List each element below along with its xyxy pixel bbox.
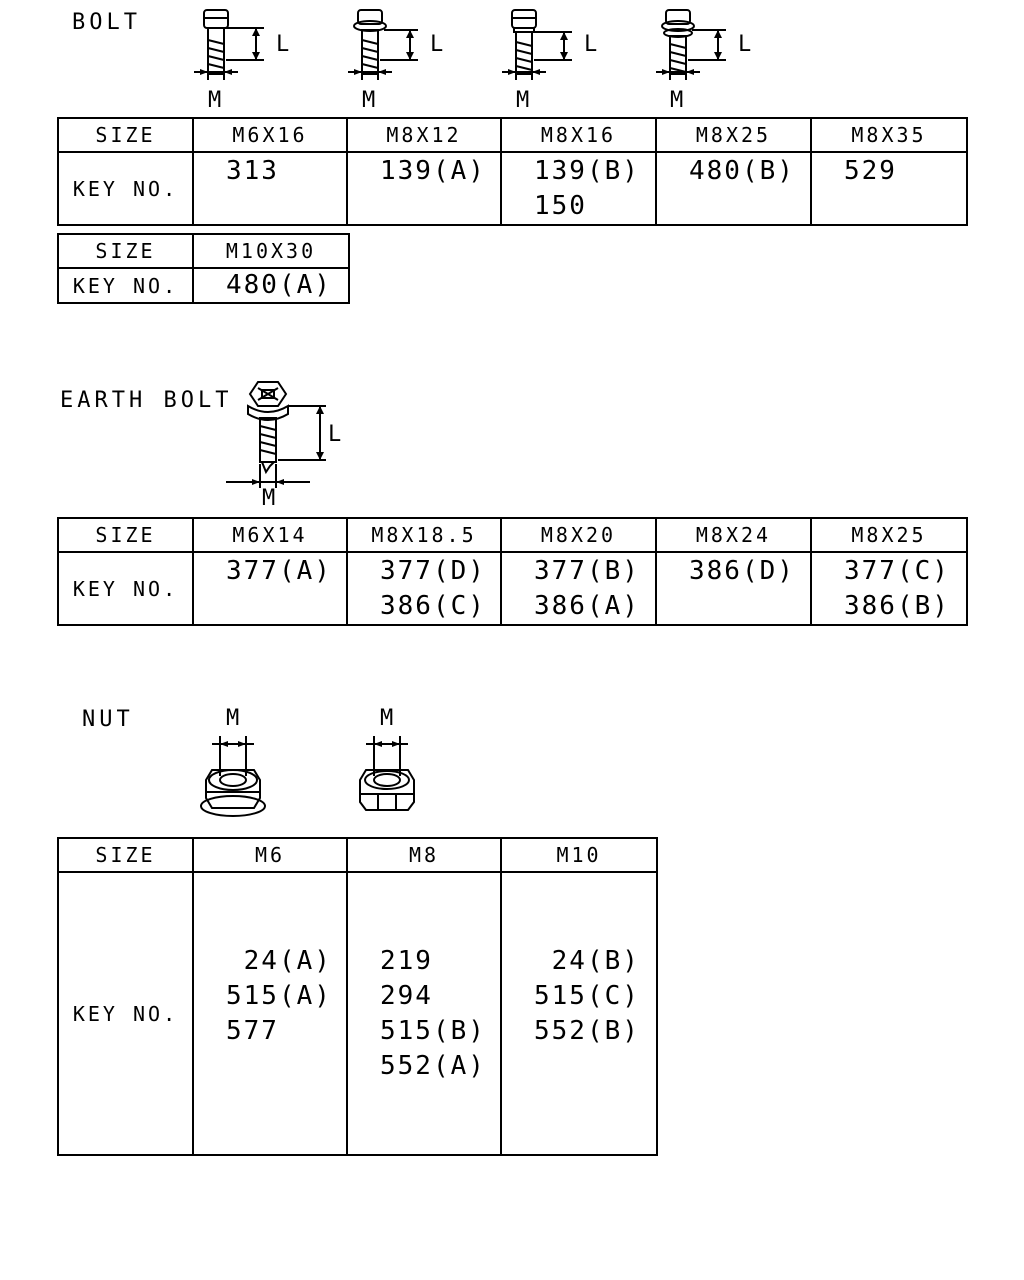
size-cell: M8X18.5: [346, 517, 502, 553]
bolt-diagram-2: [348, 9, 418, 80]
key-cell: 313: [192, 151, 348, 226]
key-no: 377(C): [844, 556, 950, 586]
size-cell: M8X16: [500, 117, 657, 153]
size-cell: M8: [346, 837, 502, 873]
size-cell: M8X24: [655, 517, 812, 553]
bolt-key-row: KEY NO. 480(A): [57, 267, 350, 304]
nut-size-row: SIZE M6 M8 M10: [57, 837, 658, 873]
bolt-4-dim-M: M: [670, 88, 684, 113]
earth-bolt-key-row: KEY NO. 377(A) 377(D) 386(C) 377(B) 386(A)…: [57, 551, 968, 626]
key-no: 386(A): [534, 591, 640, 621]
earth-bolt-size-table: SIZE M6X14 M8X18.5 M8X20 M8X24 M8X25 KEY…: [57, 517, 968, 626]
bolt-3-dim-M: M: [516, 88, 530, 113]
size-cell: M6X16: [192, 117, 348, 153]
size-row-label: SIZE: [57, 117, 194, 153]
bolt-4-dim-L: L: [738, 32, 752, 57]
key-cell: 529: [810, 151, 968, 226]
key-no: 150: [534, 191, 587, 221]
bolt-diagram-4: [656, 9, 726, 80]
key-cell: 219 294 515(B) 552(A): [346, 871, 502, 1156]
key-cell: 377(D) 386(C): [346, 551, 502, 626]
key-no: 480(A): [226, 270, 332, 300]
nut-diagram-1: [200, 736, 266, 817]
key-no: 386(D): [689, 556, 795, 586]
key-cell: 139(A): [346, 151, 502, 226]
key-no: 139(A): [380, 156, 486, 186]
size-cell: M8X20: [500, 517, 657, 553]
key-no: 529: [844, 156, 897, 186]
bolt-diagram-3: [502, 9, 572, 80]
bolt-size-row: SIZE M10X30: [57, 233, 350, 269]
key-no: 480(B): [689, 156, 795, 186]
key-row-label: KEY NO.: [57, 151, 194, 226]
key-row-label: KEY NO.: [57, 871, 194, 1156]
bolt-2-dim-M: M: [362, 88, 376, 113]
key-no: 515(C): [534, 981, 640, 1011]
size-row-label: SIZE: [57, 837, 194, 873]
key-no: 219: [380, 946, 433, 976]
key-cell: 377(C) 386(B): [810, 551, 968, 626]
bolt-1-dim-L: L: [276, 32, 290, 57]
key-no: 577: [226, 1016, 279, 1046]
key-no: 377(B): [534, 556, 640, 586]
size-row-label: SIZE: [57, 233, 194, 269]
key-no: 515(A): [226, 981, 332, 1011]
bolt-diagram-1: [194, 9, 264, 80]
key-no: 139(B): [534, 156, 640, 186]
bolt-3-dim-L: L: [584, 32, 598, 57]
key-cell: 24(A) 515(A) 577: [192, 871, 348, 1156]
size-cell: M6X14: [192, 517, 348, 553]
bolt-size-row: SIZE M6X16 M8X12 M8X16 M8X25 M8X35: [57, 117, 968, 153]
size-cell: M10: [500, 837, 658, 873]
key-no: 24(A): [226, 946, 332, 976]
key-no: 294: [380, 981, 433, 1011]
key-row-label: KEY NO.: [57, 267, 194, 304]
key-cell: 480(A): [192, 267, 350, 304]
bolt-2-dim-L: L: [430, 32, 444, 57]
bolt-size-table: SIZE M6X16 M8X12 M8X16 M8X25 M8X35 KEY N…: [57, 117, 968, 226]
earth-bolt-diagram: [226, 381, 326, 488]
nut-1-dim-M: M: [226, 706, 240, 731]
bolt-key-row: KEY NO. 313 139(A) 139(B) 150 480(B) 529: [57, 151, 968, 226]
size-cell: M8X25: [655, 117, 812, 153]
bolt-1-dim-M: M: [208, 88, 222, 113]
size-cell: M6: [192, 837, 348, 873]
key-no: 552(A): [380, 1051, 486, 1081]
nut-section-title: NUT: [82, 707, 134, 732]
nut-2-dim-M: M: [380, 706, 394, 731]
size-cell: M8X12: [346, 117, 502, 153]
size-cell: M10X30: [192, 233, 350, 269]
size-row-label: SIZE: [57, 517, 194, 553]
nut-diagram-2: [359, 736, 415, 811]
key-no: 313: [226, 156, 279, 186]
earth-bolt-section-title: EARTH BOLT: [60, 388, 233, 413]
key-cell: 480(B): [655, 151, 812, 226]
earth-bolt-dim-M: M: [262, 486, 276, 511]
bolt-size-table-2: SIZE M10X30 KEY NO. 480(A): [57, 233, 350, 304]
key-cell: 386(D): [655, 551, 812, 626]
nut-key-row: KEY NO. 24(A) 515(A) 577 219 294 515(B) 552(A…: [57, 871, 658, 1156]
key-no: 386(C): [380, 591, 486, 621]
key-cell: 139(B) 150: [500, 151, 657, 226]
earth-bolt-size-row: SIZE M6X14 M8X18.5 M8X20 M8X24 M8X25: [57, 517, 968, 553]
key-no: 377(D): [380, 556, 486, 586]
key-no: 552(B): [534, 1016, 640, 1046]
key-no: 377(A): [226, 556, 332, 586]
key-row-label: KEY NO.: [57, 551, 194, 626]
size-cell: M8X25: [810, 517, 968, 553]
nut-size-table: SIZE M6 M8 M10 KEY NO. 24(A) 515(A) 577 21…: [57, 837, 658, 1156]
key-cell: 24(B) 515(C) 552(B): [500, 871, 658, 1156]
key-no: 386(B): [844, 591, 950, 621]
earth-bolt-dim-L: L: [328, 422, 342, 447]
key-no: 24(B): [534, 946, 640, 976]
key-cell: 377(A): [192, 551, 348, 626]
size-cell: M8X35: [810, 117, 968, 153]
key-cell: 377(B) 386(A): [500, 551, 657, 626]
bolt-section-title: BOLT: [72, 10, 141, 35]
key-no: 515(B): [380, 1016, 486, 1046]
